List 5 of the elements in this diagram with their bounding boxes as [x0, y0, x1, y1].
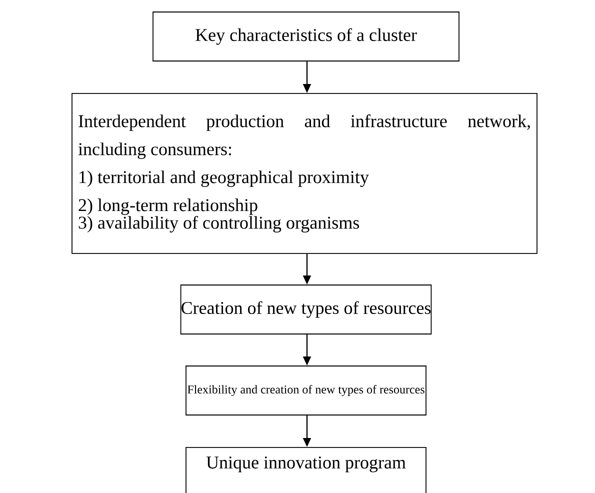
- process-box: Flexibility and creation of new types of resources: [186, 366, 426, 416]
- process-box: Unique innovation program: [186, 447, 426, 493]
- process-box: Creation of new types of resources: [180, 284, 432, 334]
- process-box: Key characteristics of a cluster: [152, 12, 460, 62]
- process-box: Interdependent production and infrastructure network, including consumers: 1) territorial and geographical proximity 2) long-term relationship 3) availability of controlling organisms: [72, 93, 538, 254]
